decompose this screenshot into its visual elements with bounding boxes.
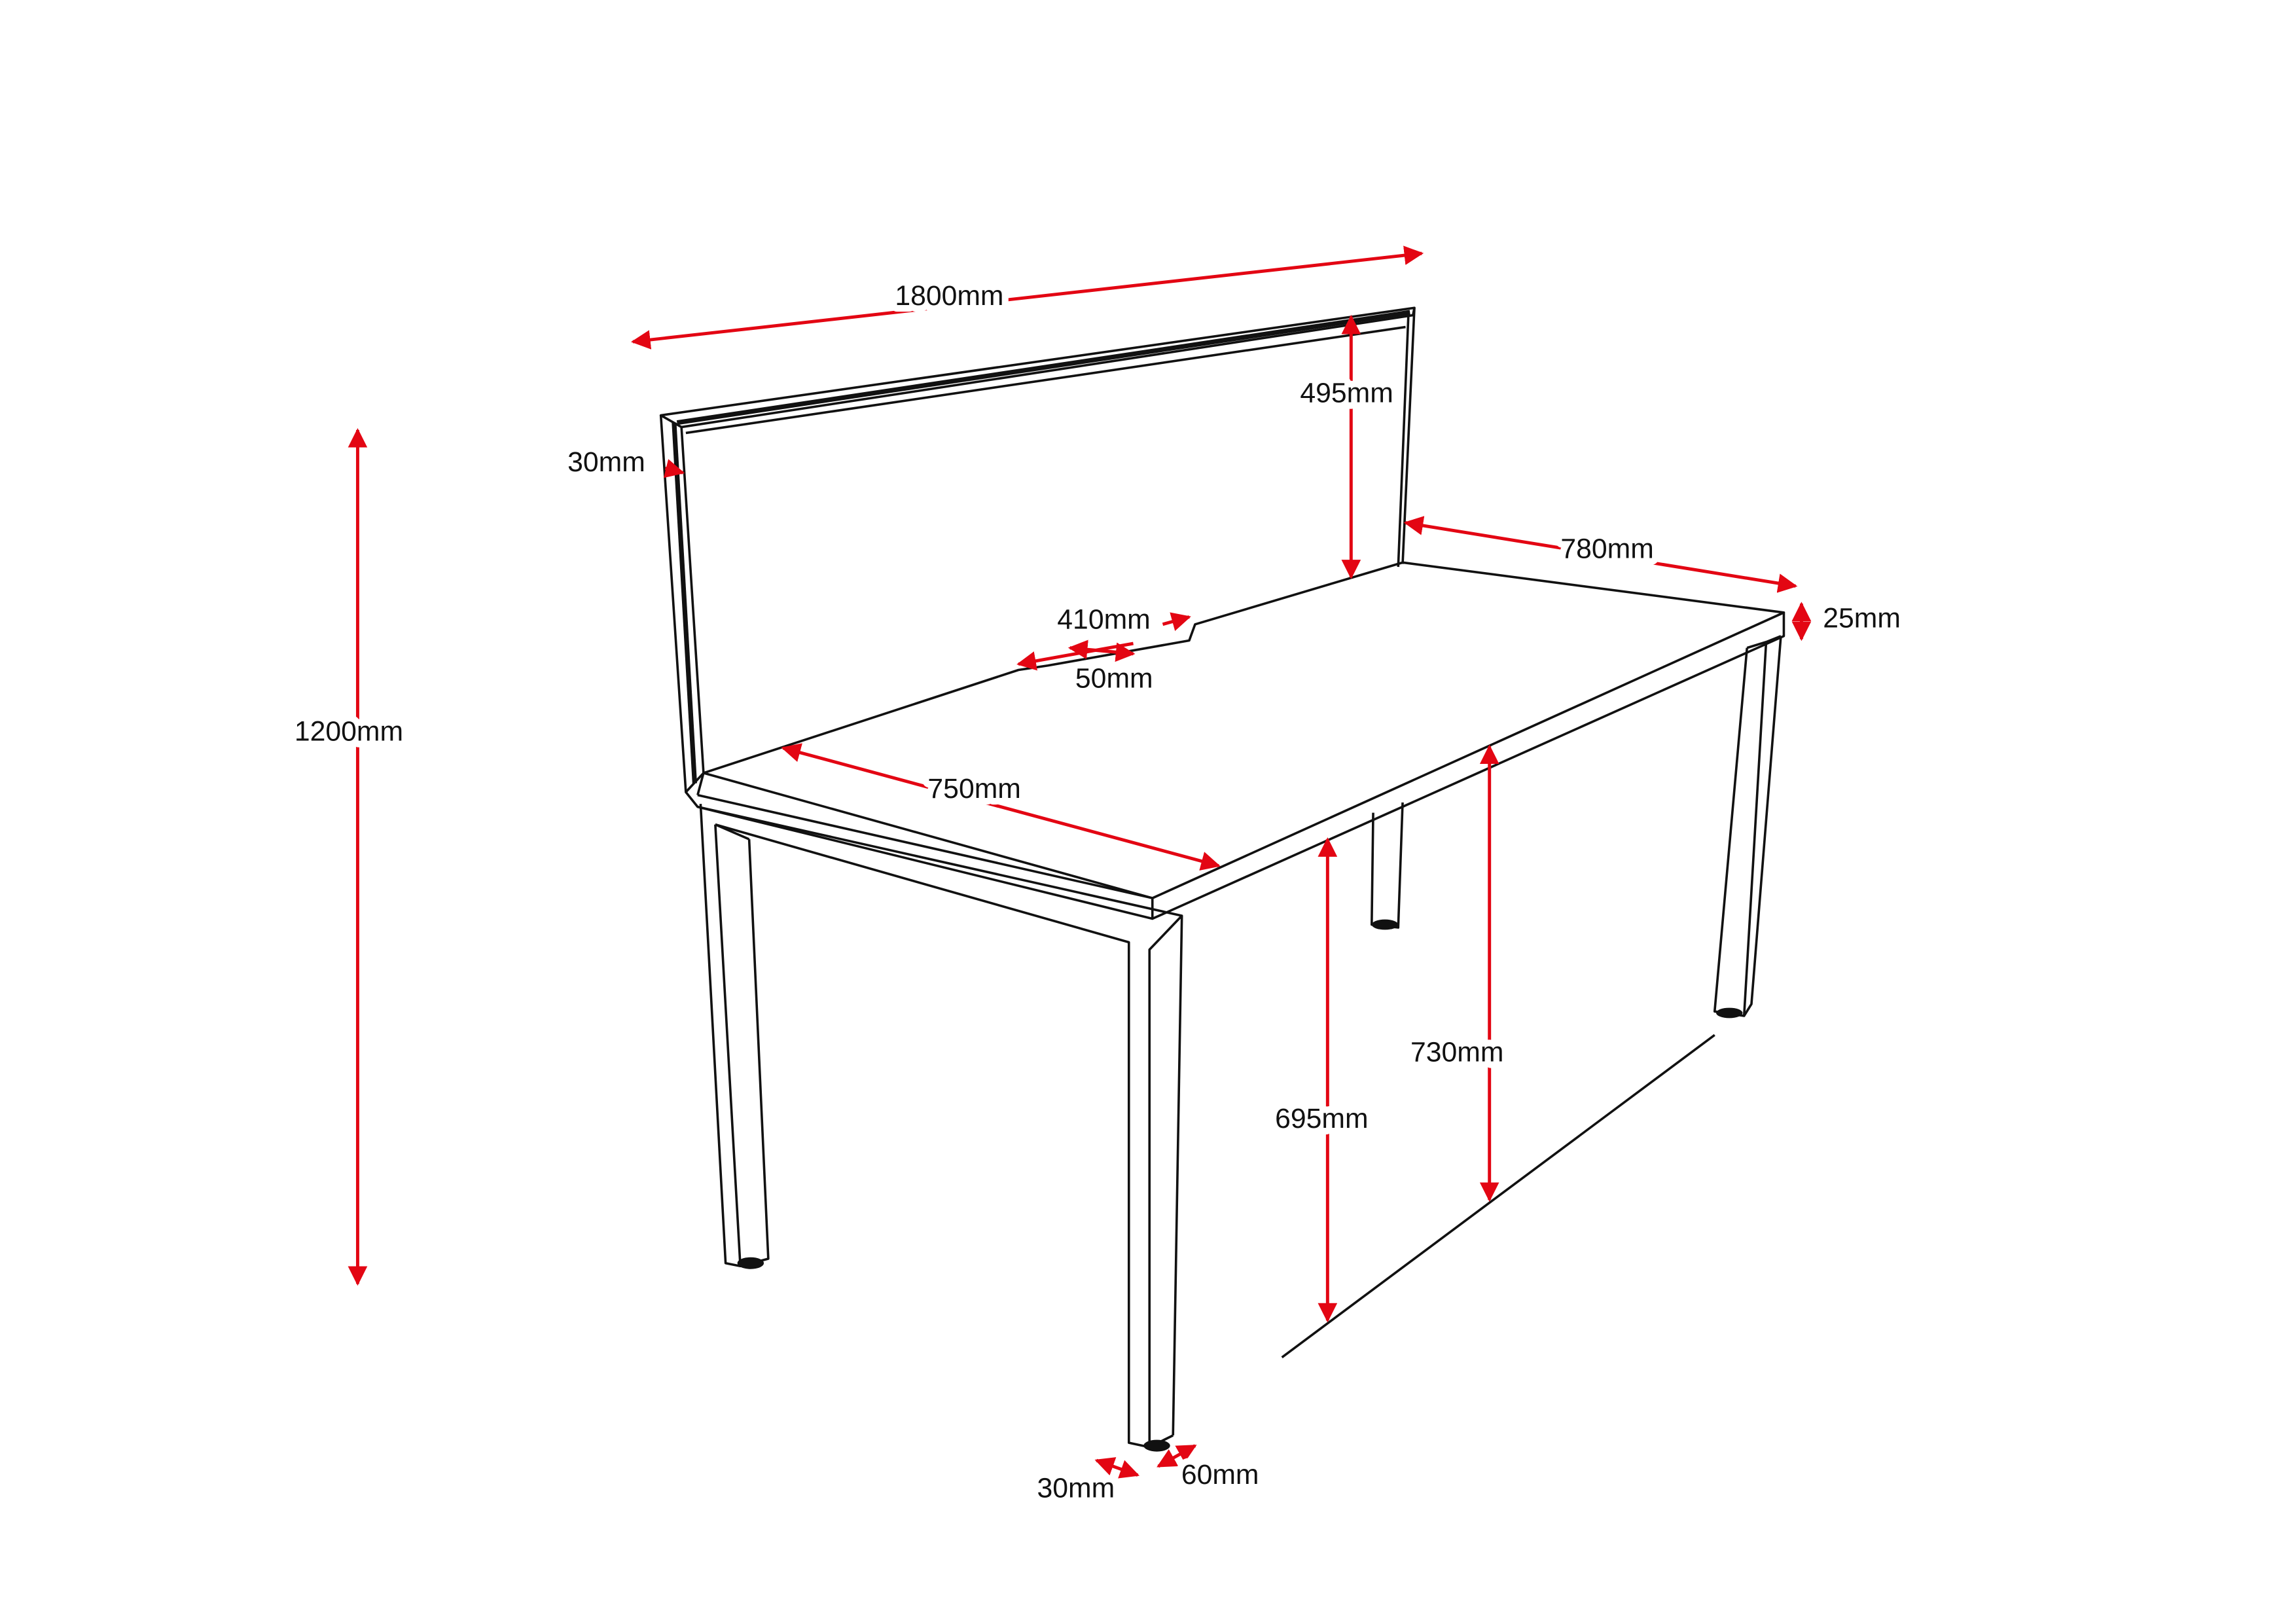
dimension-cutout-depth: 50mm <box>1067 640 1160 701</box>
label-screen-frame: 30mm <box>567 446 645 478</box>
label-desk-depth: 780mm <box>1560 533 1653 565</box>
dimension-leg-width: 30mm <box>1030 1457 1140 1510</box>
label-screen-width: 1800mm <box>895 280 1003 312</box>
dimension-screen-height: 495mm <box>1293 314 1400 579</box>
dimension-desk-side-depth: 750mm <box>781 743 1221 871</box>
label-leg-width: 30mm <box>1037 1472 1115 1504</box>
label-top-thickness: 25mm <box>1823 602 1901 634</box>
right-leg-frame <box>1371 635 1782 1019</box>
label-desk-height: 730mm <box>1410 1037 1503 1068</box>
dimension-top-thickness: 25mm <box>1791 596 1907 641</box>
label-screen-height: 495mm <box>1300 377 1393 408</box>
label-overall-height: 1200mm <box>295 715 403 747</box>
label-cutout-depth: 50mm <box>1075 663 1153 695</box>
label-leg-depth: 60mm <box>1181 1459 1259 1490</box>
dimension-knee-clearance: 695mm <box>1268 837 1375 1323</box>
dimension-desk-height: 730mm <box>1404 744 1511 1202</box>
floor-line <box>1281 1034 1715 1359</box>
left-leg-frame <box>697 804 1183 1452</box>
label-desk-side-depth: 750mm <box>927 773 1020 804</box>
dimension-desk-depth: 780mm <box>1403 516 1798 593</box>
desktop <box>685 561 1785 920</box>
dimension-leg-depth: 60mm <box>1157 1444 1266 1497</box>
dimension-screen-frame: 30mm <box>561 440 685 484</box>
label-knee-clearance: 695mm <box>1275 1103 1368 1134</box>
dimension-screen-width: 1800mm <box>630 245 1424 350</box>
dimension-overall-height: 1200mm <box>288 427 410 1286</box>
label-cutout-length: 410mm <box>1057 604 1150 636</box>
